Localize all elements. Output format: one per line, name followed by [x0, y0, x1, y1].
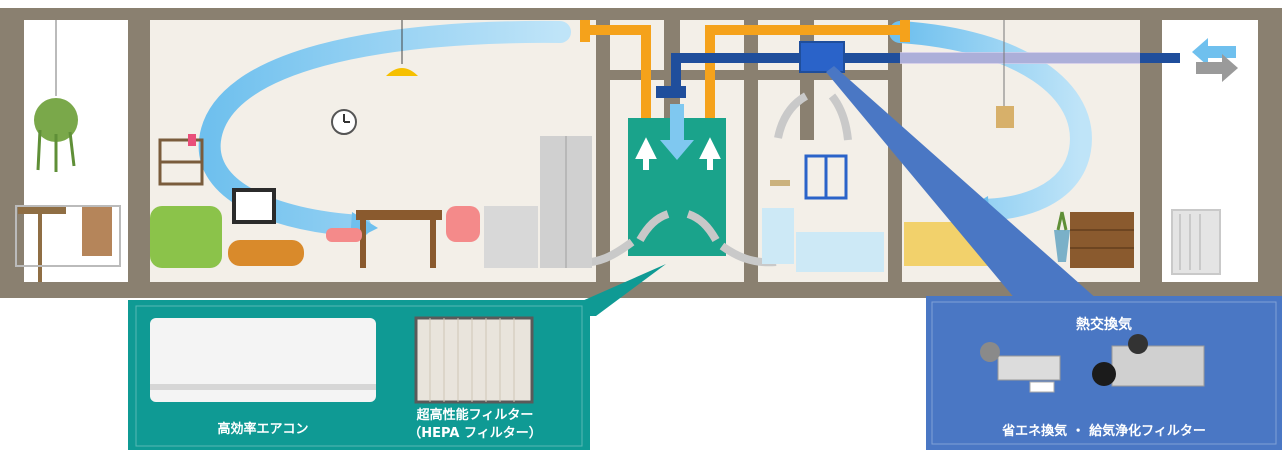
intake-arrow-icon	[1192, 38, 1236, 66]
ventilation-filter-unit-image	[1092, 334, 1205, 387]
up-arrow-icon	[635, 137, 657, 170]
duct-system	[580, 20, 1180, 130]
ventilation-unit-image	[980, 342, 1061, 393]
heat-exchange-title: 熱交換気	[1076, 317, 1132, 333]
central-air-unit	[628, 104, 726, 256]
aircon-label: 高効率エアコン	[217, 422, 309, 437]
aircon-image	[150, 318, 376, 402]
right-callout-pointer	[826, 66, 1098, 300]
exterior-air-arrows	[1192, 38, 1238, 82]
hepa-filter-label-line2: （HEPA フィルター）	[408, 426, 542, 441]
up-arrow-icon	[699, 137, 721, 170]
heat-exchanger-unit	[799, 41, 845, 73]
hepa-filter-image	[414, 316, 534, 404]
outdoor-unit	[1171, 209, 1221, 275]
down-arrow-icon	[660, 104, 694, 160]
bath-room	[762, 154, 884, 272]
heat-exchange-caption: 省エネ換気 ・ 給気浄化フィルター	[1002, 424, 1206, 439]
exhaust-arrow-icon	[1196, 54, 1238, 82]
living-room	[150, 20, 592, 268]
right-callout-panel	[926, 296, 1282, 450]
bed-room	[904, 20, 1134, 268]
left-callout-panel	[128, 300, 590, 450]
hepa-filter-label-line1: 超高性能フィルター	[416, 408, 534, 423]
balcony-left	[15, 20, 121, 282]
